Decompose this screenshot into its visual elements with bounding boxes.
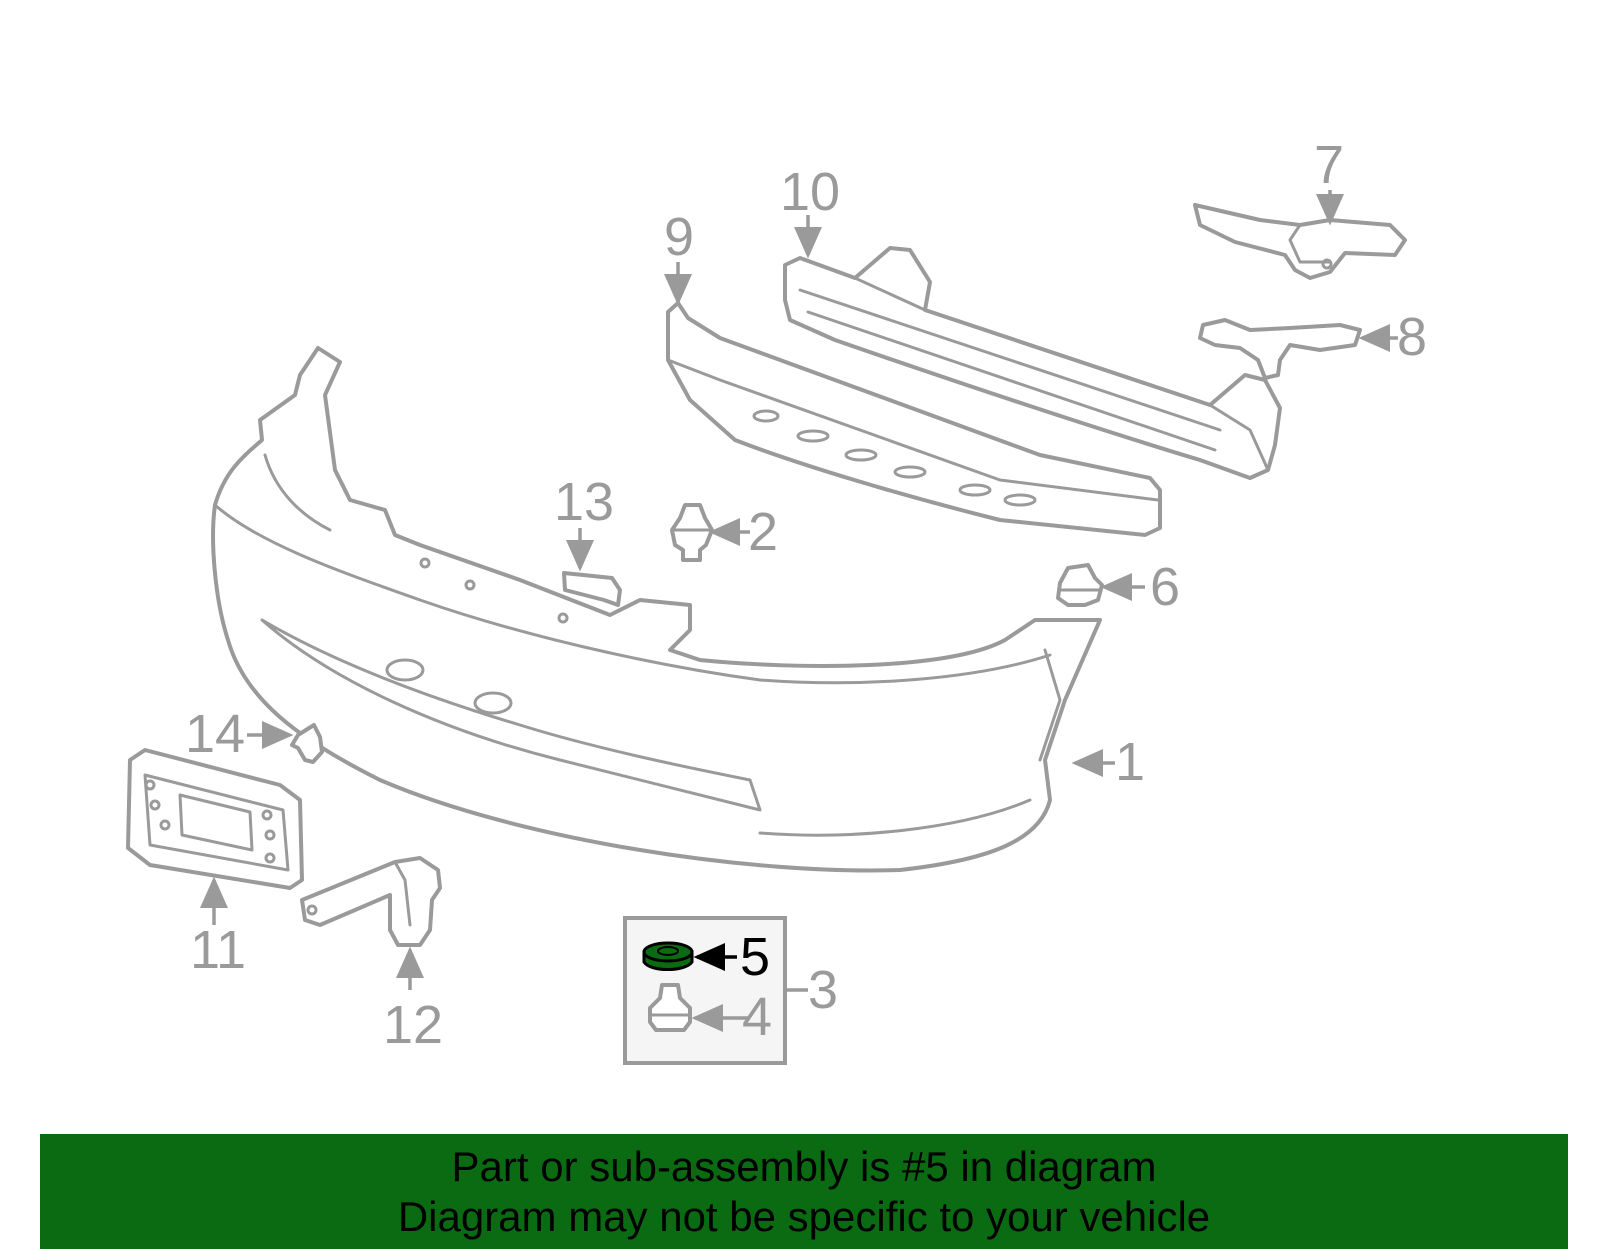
washer-part-5[interactable] bbox=[642, 941, 694, 971]
pad-part-13[interactable] bbox=[562, 571, 622, 607]
callout-2: 2 bbox=[748, 502, 778, 562]
energy-absorber-part[interactable] bbox=[666, 301, 1162, 537]
callout-1: 1 bbox=[1115, 732, 1145, 792]
callout-7: 7 bbox=[1314, 135, 1344, 195]
grommet-part-6[interactable] bbox=[1056, 563, 1104, 607]
callout-5: 5 bbox=[740, 927, 770, 987]
callout-12: 12 bbox=[383, 995, 443, 1055]
callout-6: 6 bbox=[1150, 557, 1180, 617]
sub-assembly-3-box bbox=[623, 916, 808, 1065]
callout-13: 13 bbox=[554, 472, 614, 532]
bolt-part-4[interactable] bbox=[648, 983, 692, 1032]
callout-10: 10 bbox=[780, 162, 840, 222]
callout-4: 4 bbox=[742, 987, 772, 1047]
license-plate-bracket-part[interactable] bbox=[126, 748, 304, 890]
callout-11: 11 bbox=[190, 920, 246, 980]
bumper-cover-part[interactable] bbox=[211, 346, 1102, 873]
leader-arrows bbox=[200, 190, 1398, 1032]
callout-3: 3 bbox=[808, 960, 838, 1020]
clip-part-14[interactable] bbox=[290, 723, 324, 764]
info-banner: Part or sub-assembly is #5 in diagram Di… bbox=[40, 1134, 1568, 1249]
lower-bracket-part[interactable] bbox=[1198, 318, 1362, 380]
upper-bracket-part[interactable] bbox=[1193, 203, 1407, 280]
callout-8: 8 bbox=[1397, 307, 1427, 367]
clip-part-2[interactable] bbox=[670, 503, 714, 562]
banner-line-2: Diagram may not be specific to your vehi… bbox=[397, 1193, 1211, 1240]
stay-part-12[interactable] bbox=[300, 856, 442, 947]
reinforcement-beam-part[interactable] bbox=[783, 246, 1282, 480]
callout-14: 14 bbox=[185, 704, 245, 764]
callout-9: 9 bbox=[664, 207, 694, 267]
banner-line-1: Part or sub-assembly is #5 in diagram bbox=[451, 1143, 1157, 1190]
